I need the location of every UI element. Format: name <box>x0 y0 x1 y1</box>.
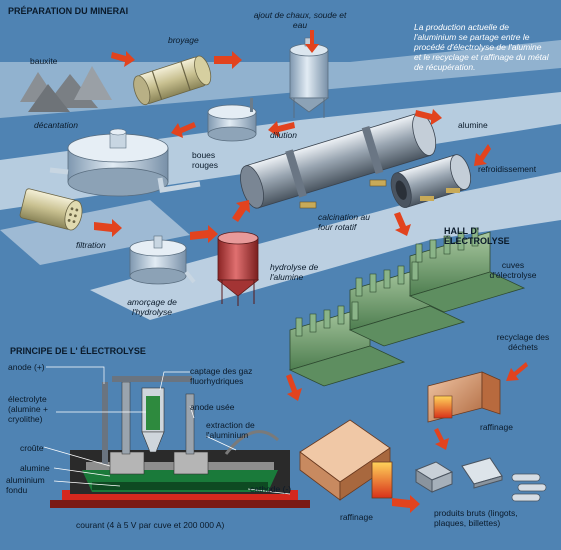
intro-text: La production actuelle de l'aluminium se… <box>414 22 549 72</box>
arrow-icon <box>111 51 135 67</box>
label-alumine: alumine <box>458 120 488 130</box>
electrolysis-cells-icon <box>288 227 526 387</box>
arrow-icon <box>392 495 420 513</box>
label-ajout: ajout de chaux, soude et eau <box>253 10 347 30</box>
electrolysis-cell-diagram <box>50 376 310 508</box>
anode-block <box>173 451 209 475</box>
label-bauxite: bauxite <box>30 56 58 66</box>
label-cuves: cuves d'électrolyse <box>489 260 537 280</box>
label-alumine-cell: alumine <box>20 463 50 473</box>
label-extraction: extraction de l'aluminium <box>206 420 255 440</box>
label-decantation: décantation <box>34 120 78 130</box>
silo-icon <box>288 37 330 118</box>
label-electrolyte: électrolyte (alumine + cryolithe) <box>8 394 48 424</box>
leader-lines <box>43 366 291 495</box>
label-filtration: filtration <box>76 240 106 250</box>
arrow-icon <box>214 51 242 69</box>
label-croute: croûte <box>20 443 44 453</box>
arrow-icon <box>434 428 449 450</box>
cooler-drum-icon <box>390 154 472 208</box>
arrow-icon <box>268 121 295 137</box>
label-aluminium-fondu: aluminium fondu <box>6 475 45 495</box>
decantation-tank-icon <box>49 128 201 197</box>
heading-preparation: PRÉPARATION DU MINERAI <box>8 6 129 16</box>
label-produits: produits bruts (lingots, plaques, billet… <box>434 508 518 528</box>
label-raffinage-1: raffinage <box>480 422 513 432</box>
heading-hall: HALL D' ÉLECTROLYSE <box>444 226 510 246</box>
heading-principe: PRINCIPE DE L' ÉLECTROLYSE <box>10 346 146 356</box>
label-anode-usee: anode usée <box>190 402 235 412</box>
molten-aluminium <box>92 482 268 490</box>
arrow-icon <box>190 225 218 243</box>
arrow-icon <box>171 122 196 138</box>
dilution-tank-icon <box>207 98 257 142</box>
arrow-icon <box>232 200 250 222</box>
label-recyclage: recyclage des déchets <box>496 332 550 352</box>
arrow-icon <box>415 109 442 125</box>
filter-drum-icon <box>19 188 83 231</box>
label-broyage: broyage <box>168 35 199 45</box>
label-dilution: dilution <box>270 130 297 140</box>
refining-building-icon <box>299 419 393 501</box>
label-raffinage-2: raffinage <box>340 512 373 522</box>
label-captage: captage des gaz fluorhydriques <box>190 366 253 386</box>
arrow-icon <box>474 144 491 166</box>
label-amorcage: amorçage de l'hydrolyse <box>127 297 177 317</box>
arrow-icon <box>94 219 122 237</box>
label-cathode: cathode (-) <box>250 484 292 494</box>
arrow-icon <box>286 374 302 401</box>
label-anode-plus: anode (+) <box>8 362 45 372</box>
arrow-icon <box>506 362 528 381</box>
flow-arrows <box>94 30 528 513</box>
hydrolysis-tank-icon <box>216 231 260 306</box>
recycling-furnace-icon <box>427 371 501 423</box>
anode-block <box>109 451 145 475</box>
crusher-drum-icon <box>133 55 212 106</box>
bauxite-piles-icon <box>20 66 112 112</box>
arrow-icon <box>305 30 319 53</box>
label-hydrolyse: hydrolyse de l'alumine <box>270 262 319 282</box>
label-refroidissement: refroidissement <box>478 164 537 174</box>
label-boues-rouges: boues rouges <box>192 150 218 170</box>
rotary-kiln-icon <box>240 112 437 209</box>
label-calcination: calcination au four rotatif <box>318 212 370 232</box>
arrow-icon <box>394 212 411 236</box>
seeding-tank-icon <box>129 235 196 285</box>
raw-products-icon <box>414 457 547 502</box>
label-courant: courant (4 à 5 V par cuve et 200 000 A) <box>76 520 225 530</box>
